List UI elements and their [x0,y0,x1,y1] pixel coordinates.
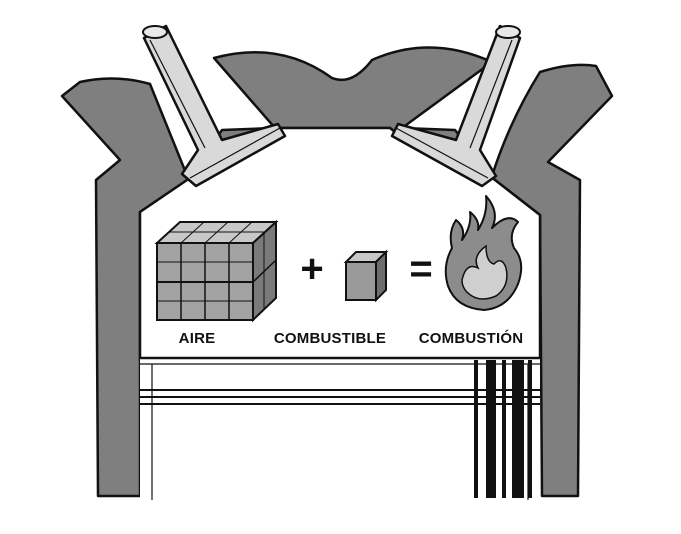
fuel-cube-icon [343,249,389,303]
intake-valve [142,24,287,188]
exhaust-valve [390,24,522,188]
piston [140,356,540,500]
equals-sign: = [409,247,432,291]
air-label: AIRE [179,330,216,347]
combustion-label: COMBUSTIÓN [419,329,524,347]
fuel-label: COMBUSTIBLE [274,330,386,347]
plus-sign: + [300,247,323,291]
flame-icon [444,195,523,311]
air-cube-icon [154,219,279,323]
connecting-rod-stripes [474,360,532,498]
